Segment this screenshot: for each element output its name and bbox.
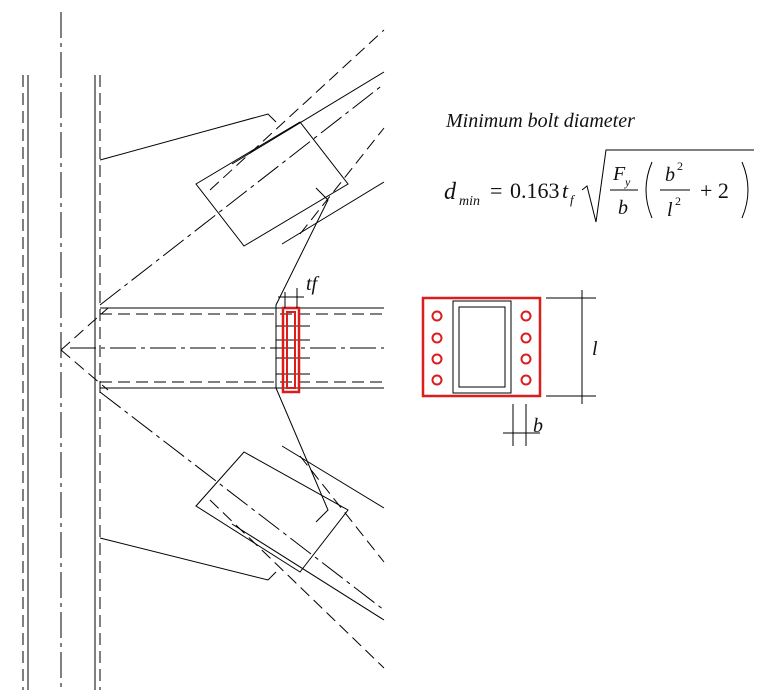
tube-outer [452, 300, 512, 394]
end-plate-inner [286, 311, 296, 389]
formula-paren-right [741, 161, 749, 219]
bolt-hole-left-3 [431, 353, 443, 365]
formula-radical [581, 149, 754, 223]
end-plate-front: l b [421, 290, 598, 446]
front-plate-outline [421, 296, 542, 398]
workpoint-line-lower [60, 349, 109, 391]
formula-plus-two: + 2 [700, 178, 729, 203]
gusset-upper-edge [99, 113, 277, 161]
lower-brace-dashed-bottom [209, 499, 385, 669]
formula-b2-exp: 2 [677, 159, 683, 173]
gusset-lower-edge [99, 537, 277, 581]
upper-brace-edge-2 [281, 181, 385, 245]
formula-l2-base: l [667, 199, 673, 221]
lower-brace-centerline [99, 391, 385, 611]
tube-inner [458, 306, 506, 388]
upper-brace-dashed-top [209, 29, 385, 191]
formula-title: Minimum bolt diameter [445, 110, 635, 132]
end-plate-outline [281, 306, 301, 394]
formula-paren-left [645, 161, 653, 219]
formula-b2-base: b [665, 164, 675, 186]
formula-coefficient: 0.163 [510, 178, 560, 203]
bolt-hole-left-2 [431, 332, 443, 344]
end-plate-side: tf [278, 273, 320, 394]
formula-F-subscript: y [624, 175, 631, 189]
lower-brace-end-box [195, 451, 349, 573]
formula-t-subscript: f [570, 192, 576, 207]
formula-d: d [444, 179, 457, 205]
gusset-right-edge [275, 187, 329, 523]
tf-label: tf [306, 273, 320, 295]
lower-brace-edge-1 [231, 523, 385, 621]
upper-brace-dashed-bottom [299, 127, 385, 235]
formula-b-denominator: b [618, 197, 628, 219]
lower-brace [99, 391, 385, 669]
bolt-hole-right-4 [520, 374, 532, 386]
horizontal-beam [70, 307, 384, 389]
lower-brace-dashed-top [299, 455, 385, 563]
upper-brace [99, 29, 385, 306]
bolt-hole-left-1 [431, 310, 443, 322]
formula-block: Minimum bolt diameter d min = 0.163 t f … [444, 110, 754, 223]
column [22, 12, 101, 690]
upper-brace-edge-1 [231, 71, 385, 165]
lower-brace-edge-2 [281, 445, 385, 509]
l-label: l [592, 338, 598, 360]
b-label: b [533, 415, 543, 437]
formula-F: F [612, 163, 626, 185]
formula-equals: = [490, 178, 502, 203]
workpoint-line-upper [60, 307, 109, 351]
bolt-hole-left-4 [431, 374, 443, 386]
bolt-hole-right-2 [520, 332, 532, 344]
upper-brace-centerline [99, 83, 385, 306]
bolt-hole-right-1 [520, 310, 532, 322]
gusset-plate [60, 113, 329, 581]
formula-d-subscript: min [459, 194, 480, 209]
upper-brace-end-box [195, 121, 349, 247]
formula-t: t [562, 178, 569, 203]
bolt-hole-right-3 [520, 353, 532, 365]
formula-l2-exp: 2 [675, 194, 681, 208]
